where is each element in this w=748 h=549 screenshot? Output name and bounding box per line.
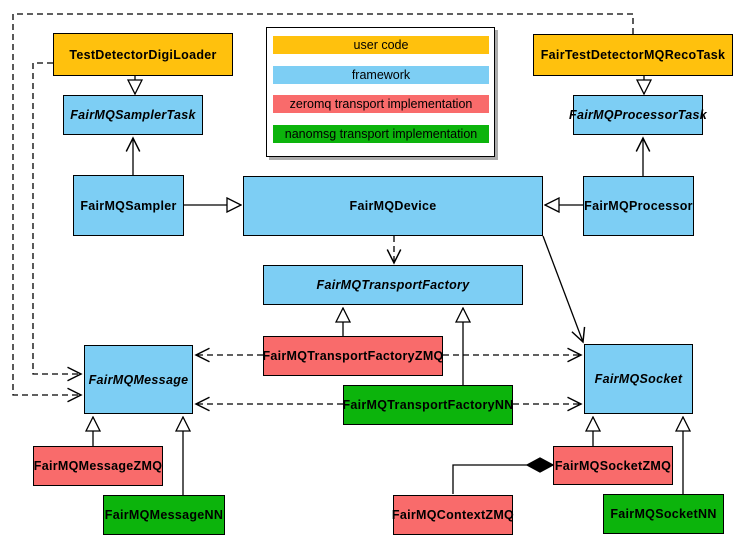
legend-box: user code framework zeromq transport imp… [266, 27, 495, 157]
legend-label: zeromq transport implementation [289, 97, 473, 111]
legend-item-nanomsg: nanomsg transport implementation [273, 125, 489, 143]
composition-diamond-icon [525, 457, 555, 473]
node-fairmq-transport-factory: FairMQTransportFactory [263, 265, 523, 305]
node-fairmq-context-zmq: FairMQContextZMQ [391, 495, 515, 535]
node-label: FairTestDetectorMQRecoTask [540, 48, 726, 62]
node-label: FairMQProcessor [584, 199, 693, 213]
node-fairmq-device: FairMQDevice [243, 176, 543, 236]
node-label: FairMQProcessorTask [569, 108, 707, 122]
node-fairmq-transport-factory-nn: FairMQTransportFactoryNN [342, 385, 514, 425]
legend-label: framework [351, 68, 411, 82]
node-label: FairMQMessage [88, 372, 189, 387]
node-label: FairMQMessageZMQ [33, 459, 163, 473]
node-fairmq-socket-nn: FairMQSocketNN [603, 494, 724, 534]
node-fairmq-message-nn: FairMQMessageNN [103, 495, 225, 535]
node-fairmq-processor-task: FairMQProcessorTask [569, 95, 707, 135]
node-fairmq-socket: FairMQSocket [584, 344, 693, 414]
legend-label: user code [353, 38, 409, 52]
node-test-detector-digi-loader: TestDetectorDigiLoader [53, 33, 233, 76]
node-label: FairMQTransportFactory [316, 278, 470, 292]
node-fairmq-sampler: FairMQSampler [73, 175, 184, 236]
legend-label: nanomsg transport implementation [284, 127, 478, 141]
node-fairmq-message-zmq: FairMQMessageZMQ [33, 446, 163, 486]
node-label: TestDetectorDigiLoader [69, 47, 217, 62]
edge-device-uses-socket [542, 235, 586, 344]
node-fairmq-sampler-task: FairMQSamplerTask [63, 95, 203, 135]
node-label: FairMQSampler [80, 198, 177, 213]
legend-item-user-code: user code [273, 36, 489, 54]
legend-item-zeromq: zeromq transport implementation [273, 95, 489, 113]
node-label: FairMQSamplerTask [70, 108, 196, 122]
node-label: FairMQSocket [594, 372, 683, 386]
edge-socketzmq-owns-contextzmq [452, 464, 527, 494]
legend-item-framework: framework [273, 66, 489, 84]
node-fair-test-detector-mq-reco-task: FairTestDetectorMQRecoTask [533, 34, 733, 76]
node-label: FairMQSocketNN [610, 507, 717, 521]
node-fairmq-processor: FairMQProcessor [583, 176, 694, 236]
node-label: FairMQTransportFactoryZMQ [262, 349, 444, 363]
node-fairmq-transport-factory-zmq: FairMQTransportFactoryZMQ [262, 336, 444, 376]
node-fairmq-socket-zmq: FairMQSocketZMQ [553, 446, 673, 485]
node-label: FairMQMessageNN [104, 508, 224, 522]
node-label: FairMQDevice [349, 199, 437, 213]
node-label: FairMQTransportFactoryNN [342, 398, 514, 412]
node-fairmq-message: FairMQMessage [84, 345, 193, 414]
node-label: FairMQContextZMQ [391, 508, 515, 522]
node-label: FairMQSocketZMQ [554, 458, 672, 473]
